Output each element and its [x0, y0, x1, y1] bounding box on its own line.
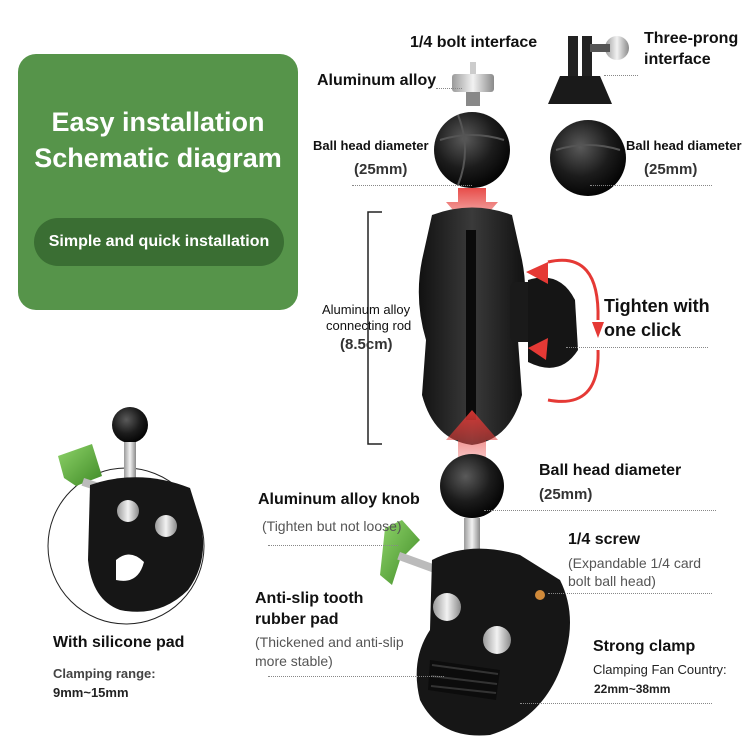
label-ball-head-right: Ball head diameter [626, 138, 742, 153]
leader-line [484, 510, 716, 511]
leader-line [436, 88, 462, 89]
label-clamp-range: 22mm~38mm [594, 682, 671, 696]
info-panel: Easy installation Schematic diagram Simp… [18, 54, 298, 310]
ball-stud-three-prong [548, 36, 629, 196]
main-clamp [416, 548, 570, 736]
ball-stud-bolt [434, 62, 510, 188]
ball-head-middle [440, 454, 504, 518]
label-clamping-range-value: 9mm~15mm [53, 685, 129, 700]
label-tighten-1: Tighten with [604, 296, 710, 316]
label-rod-1: Aluminum alloy [322, 302, 411, 317]
label-rod-3: (8.5cm) [340, 336, 393, 353]
leader-line [548, 593, 712, 594]
leader-line [352, 185, 472, 186]
leader-line [268, 545, 398, 546]
label-screw: 1/4 screw [568, 531, 641, 548]
label-clamp-note: Clamping Fan Country: [593, 662, 727, 677]
label-ball-head-right-size: (25mm) [644, 161, 698, 178]
leader-line [520, 703, 712, 704]
label-three-prong-2: interface [644, 51, 711, 68]
label-antislip-2: rubber pad [255, 611, 339, 628]
panel-title-line1: Easy installation [51, 107, 265, 137]
label-silicone: With silicone pad [53, 634, 185, 651]
label-clamping-range: Clamping range: [53, 666, 156, 681]
panel-pill: Simple and quick installation [34, 218, 284, 266]
label-clamp: Strong clamp [593, 638, 696, 655]
label-three-prong-1: Three-prong [644, 30, 739, 47]
small-clamp [47, 407, 205, 625]
label-antislip-note-1: (Thickened and anti-slip [255, 634, 404, 650]
label-antislip-note-2: more stable) [255, 653, 333, 669]
label-screw-note-2: bolt ball head) [568, 573, 656, 589]
label-ball-head-left: Ball head diameter [313, 138, 429, 153]
label-ball-head-mid-size: (25mm) [539, 486, 593, 503]
label-knob: Aluminum alloy knob [258, 491, 420, 508]
connecting-rod [418, 207, 578, 445]
label-bolt-interface: 1/4 bolt interface [410, 34, 538, 51]
leader-line [566, 347, 708, 348]
leader-line [604, 75, 638, 76]
label-tighten-2: one click [604, 320, 682, 340]
label-screw-note-1: (Expandable 1/4 card [568, 555, 702, 571]
label-antislip-1: Anti-slip tooth [255, 590, 364, 607]
label-aluminum-alloy: Aluminum alloy [317, 72, 437, 89]
green-knob-main [380, 520, 438, 585]
panel-title-line2: Schematic diagram [34, 143, 282, 173]
leader-line [268, 676, 444, 677]
label-rod-2: connecting rod [326, 318, 412, 333]
label-ball-head-mid: Ball head diameter [539, 462, 682, 479]
label-ball-head-left-size: (25mm) [354, 161, 408, 178]
label-knob-note: (Tighten but not loose) [262, 518, 402, 534]
leader-line [590, 185, 712, 186]
leader-line [473, 93, 474, 94]
